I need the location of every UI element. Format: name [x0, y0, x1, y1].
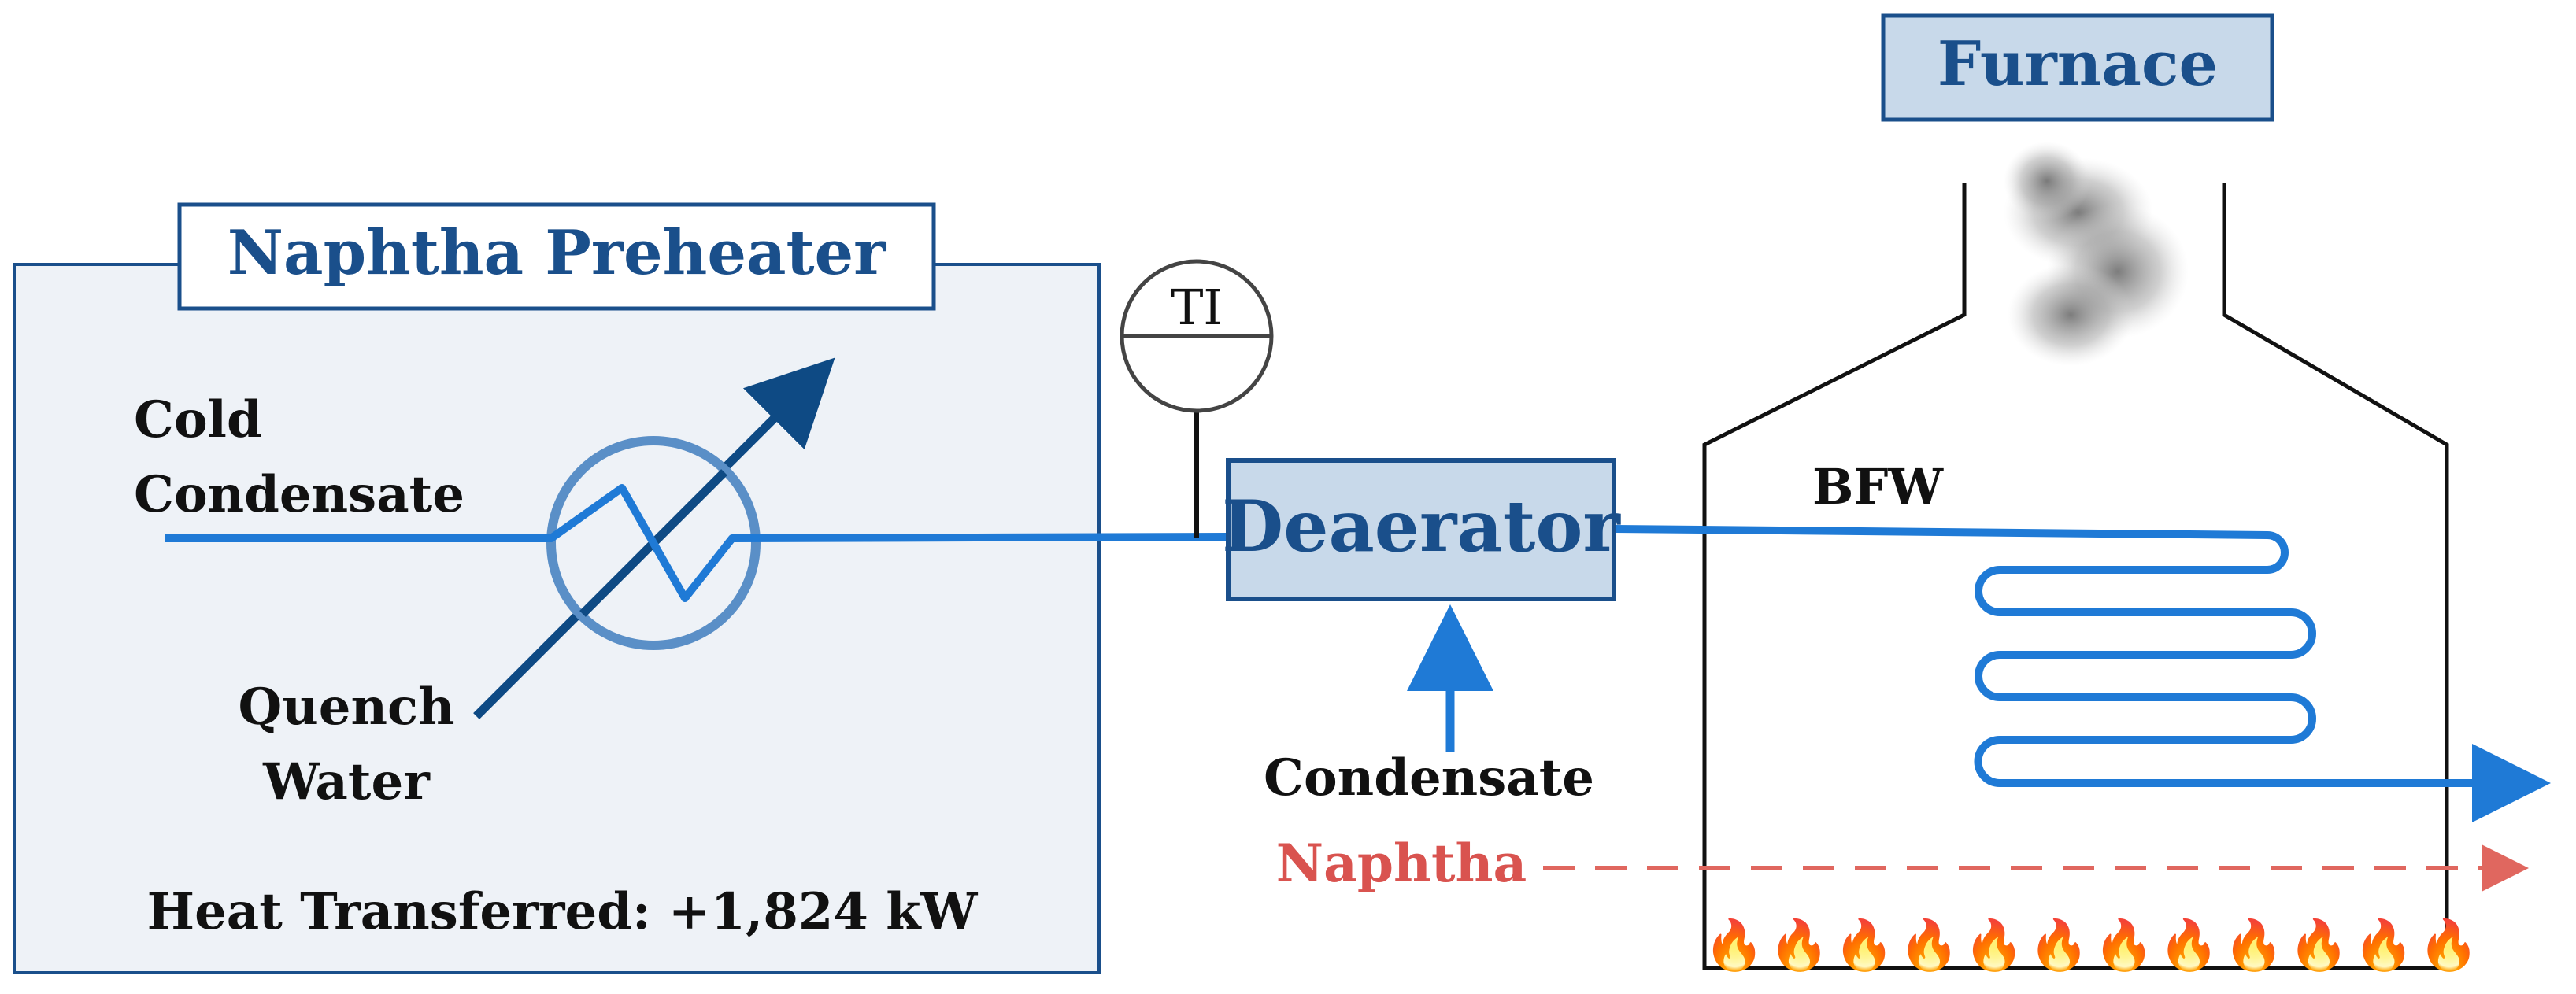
flame-icon: 🔥	[1834, 916, 1894, 974]
furnace-outline	[1702, 183, 2449, 970]
bfw-label: BFW	[1812, 458, 1944, 515]
cold-condensate-label-line1: Cold	[134, 390, 262, 449]
cold-condensate-label-line2: Condensate	[134, 465, 464, 524]
furnace-title-box	[1881, 13, 2274, 122]
flame-icon: 🔥	[2159, 916, 2219, 974]
quench-water-label-line2: Water	[262, 752, 431, 811]
flame-icon: 🔥	[1704, 916, 1764, 974]
flame-icon: 🔥	[2353, 916, 2414, 974]
heat-transferred-label: Heat Transferred: +1,824 kW	[147, 882, 979, 941]
quench-water-label-line1: Quench	[238, 678, 454, 737]
furnace-title: Furnace	[1938, 28, 2218, 100]
flame-icon: 🔥	[2419, 916, 2479, 974]
preheater-panel	[13, 263, 1101, 974]
preheater-title: Naphtha Preheater	[228, 217, 886, 289]
bfw-coil	[1615, 525, 2551, 822]
smoke-plume	[2004, 142, 2189, 366]
flame-icon: 🔥	[2093, 916, 2154, 974]
cold-condensate-line	[165, 484, 1229, 602]
preheater-title-box	[177, 202, 936, 311]
condensate-label: Condensate	[1264, 748, 1594, 807]
flame-icon: 🔥	[1963, 916, 2024, 974]
flame-icon: 🔥	[2029, 916, 2089, 974]
burner-flames: 🔥🔥🔥🔥🔥🔥🔥🔥🔥🔥🔥🔥	[1704, 916, 2479, 974]
deaerator-box	[1226, 458, 1616, 601]
naphtha-label: Naphtha	[1276, 833, 1527, 894]
deaerator-label: Deaerator	[1222, 485, 1621, 568]
flame-icon: 🔥	[1899, 916, 1960, 974]
flame-icon: 🔥	[1769, 916, 1830, 974]
flame-icon: 🔥	[2289, 916, 2349, 974]
flame-icon: 🔥	[2223, 916, 2284, 974]
ti-label: TI	[1171, 279, 1223, 336]
